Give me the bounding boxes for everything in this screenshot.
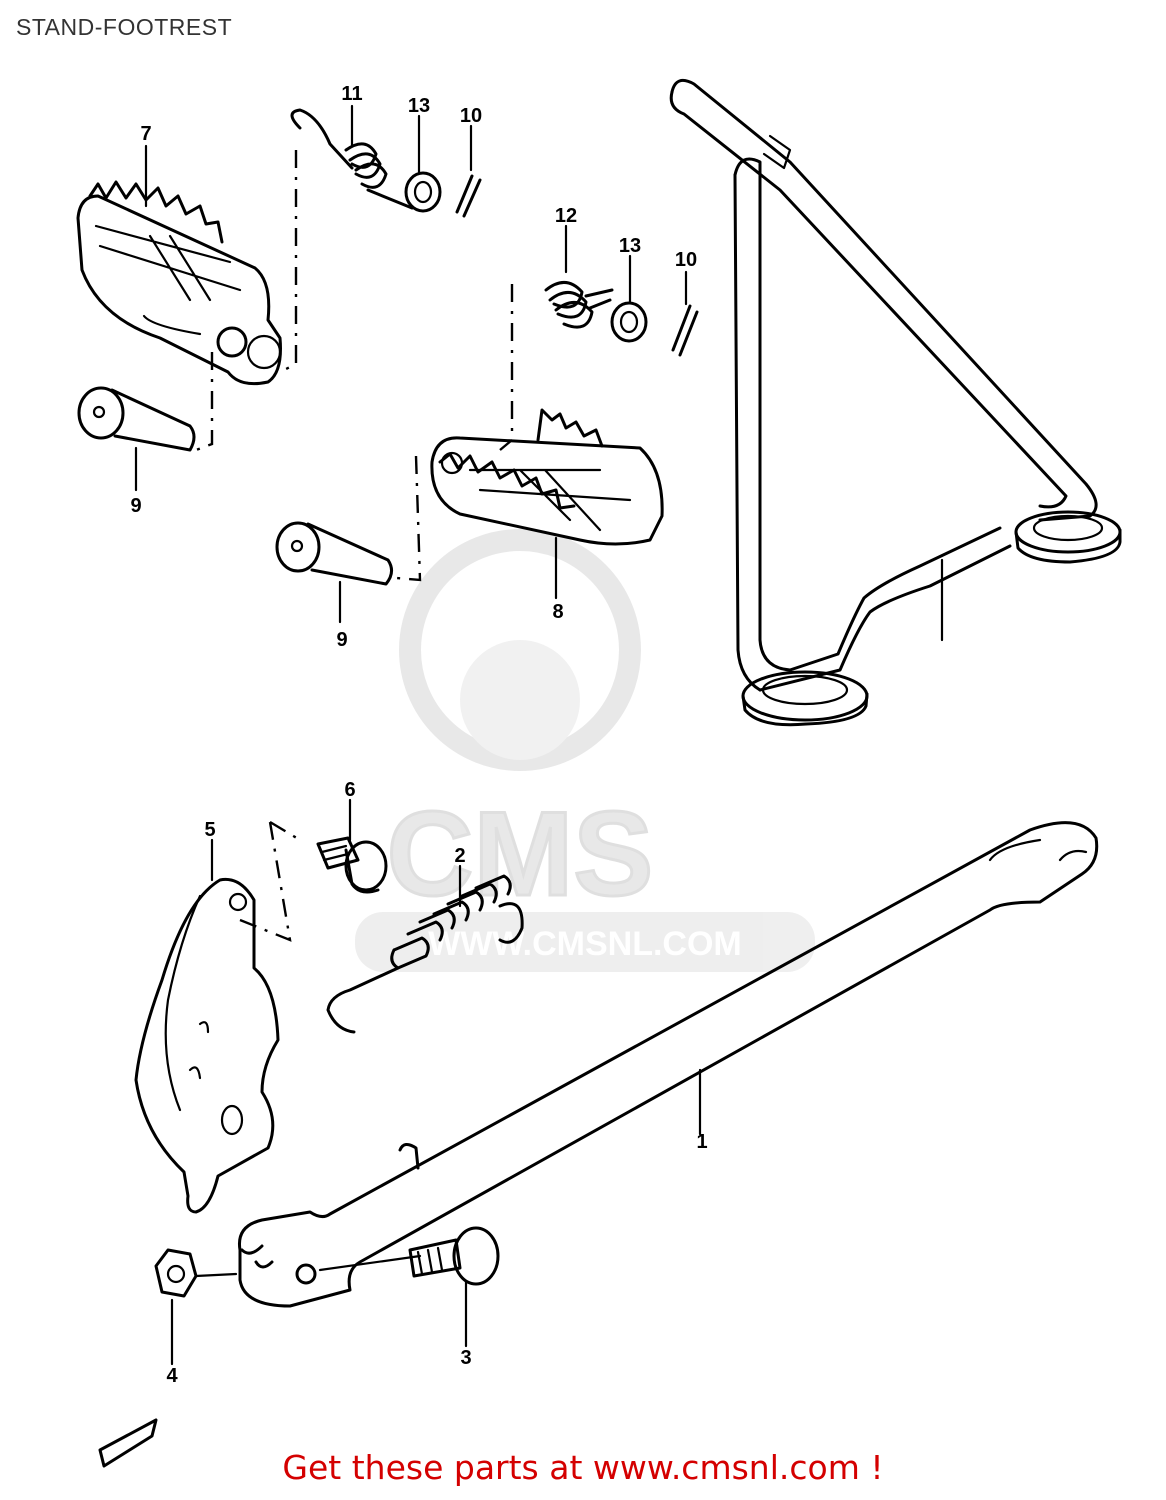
stand-bracket — [134, 877, 280, 1214]
side-stand-nut — [154, 1248, 238, 1298]
guide-line-stand-bracket — [239, 820, 301, 942]
leader-lines — [134, 104, 944, 1366]
washer-left — [404, 171, 442, 213]
callout-5: 5 — [204, 819, 215, 841]
footrest-spring-left — [290, 108, 414, 210]
return-spring — [326, 874, 524, 1034]
guide-line-right-footrest — [395, 284, 514, 582]
footrest-right — [430, 408, 664, 546]
side-stand — [237, 821, 1099, 1308]
footrest-pin-left — [77, 386, 196, 452]
callout-11: 11 — [341, 83, 362, 105]
cotter-pin-right — [671, 304, 699, 357]
callout-2: 2 — [454, 845, 465, 867]
footrest-left — [76, 180, 282, 386]
callout-10-left: 10 — [460, 105, 482, 127]
callout-4: 4 — [166, 1365, 178, 1387]
callout-12: 12 — [555, 205, 577, 227]
callout-13-right: 13 — [619, 235, 641, 257]
footer-link-text[interactable]: Get these parts at www.cmsnl.com ! — [282, 1448, 884, 1487]
front-arrow-icon — [98, 1418, 158, 1468]
guide-line-left-footrest — [195, 150, 298, 452]
washer-right — [610, 301, 648, 343]
footrest-pin-right — [275, 521, 393, 586]
callout-3: 3 — [460, 1347, 471, 1369]
side-stand-bolt — [318, 1226, 500, 1286]
callout-9-left: 9 — [130, 495, 141, 517]
callout-10-right: 10 — [675, 249, 697, 271]
callouts: 7 11 13 10 12 13 10 9 8 9 6 5 2 1 3 4 — [130, 83, 707, 1387]
callout-8: 8 — [552, 601, 563, 623]
center-stand — [669, 78, 1122, 727]
watermark: CMS WWW.CMSNL.COM — [355, 529, 815, 972]
callout-7: 7 — [140, 123, 151, 145]
watermark-site: WWW.CMSNL.COM — [428, 925, 742, 963]
callout-9-right: 9 — [336, 629, 347, 651]
callout-1: 1 — [696, 1131, 707, 1153]
page-title: STAND-FOOTREST — [16, 14, 233, 40]
watermark-brand: CMS — [387, 787, 654, 921]
callout-13-left: 13 — [408, 95, 430, 117]
footrest-spring-right — [544, 281, 614, 329]
cotter-pin-left — [455, 174, 482, 218]
callout-6: 6 — [344, 779, 355, 801]
bracket-bolt — [316, 836, 388, 894]
